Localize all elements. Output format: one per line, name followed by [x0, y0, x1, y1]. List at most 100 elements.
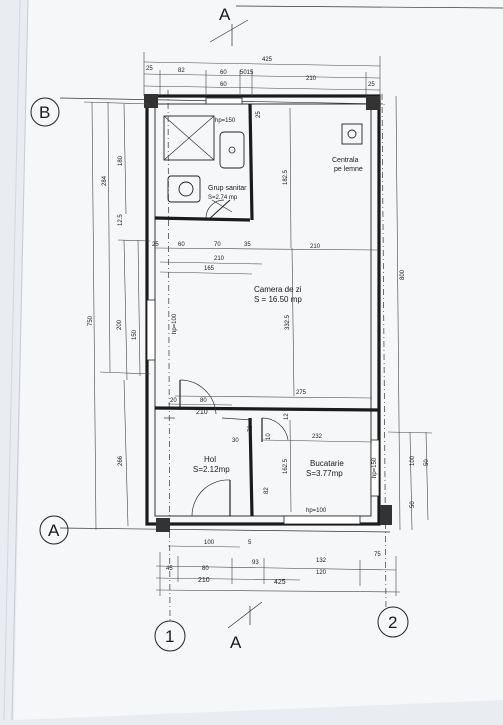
room-area: S=2.74 mp	[208, 195, 238, 201]
window-top: hp=150	[205, 97, 243, 124]
dim-bot-210: 210	[198, 577, 210, 584]
room-bucatarie: Bucatarie S=3.77mp	[306, 459, 344, 478]
column-top-right	[366, 96, 380, 110]
room-name: Bucatarie	[310, 459, 344, 468]
opening-label-hp100-bottom: hp=100	[306, 508, 327, 514]
dim-bot-80: 80	[202, 566, 209, 572]
shower-tray	[163, 115, 215, 161]
dim-lower-275: 275	[296, 390, 307, 396]
dim-mid-60: 60	[178, 242, 185, 248]
dimension-lines-middle	[154, 247, 379, 443]
axis-label-b: B	[39, 103, 50, 122]
boiler-label-2: pe lemne	[334, 166, 363, 173]
dim-bot-93: 93	[252, 560, 259, 566]
axis-bubble-1: 1	[154, 620, 186, 652]
window-left: hp=100	[146, 299, 178, 361]
axis-label-a: A	[48, 521, 60, 540]
room-hol: Hol S=2.12mp	[193, 455, 230, 474]
axis-bubble-2: 2	[377, 606, 409, 638]
dim-mid-165: 165	[204, 266, 215, 272]
dim-top-210: 210	[306, 76, 317, 82]
dim-lower-70: 70	[248, 425, 254, 432]
section-mark-top: A	[209, 5, 503, 46]
dim-top-5015: 5015	[240, 70, 254, 76]
dim-top-25b: 25	[368, 82, 375, 88]
dim-left-200: 200	[117, 319, 123, 330]
toilet	[167, 175, 201, 203]
door-entrance	[191, 479, 231, 517]
dim-mid-35: 35	[244, 242, 251, 248]
dim-right-50a: 50	[424, 459, 430, 466]
paper-sheet	[14, 0, 503, 720]
dim-bot-132: 132	[316, 558, 327, 564]
dim-lower-10: 10	[266, 433, 272, 440]
column-top-left	[144, 94, 158, 108]
dimension-lines-right	[387, 95, 433, 531]
window-bottom: hp=100	[283, 508, 361, 525]
dim-bot-45: 45	[166, 566, 173, 572]
section-label-top: A	[219, 5, 231, 24]
opening-label-hp100-left: hp=100	[172, 313, 178, 334]
dim-bot-5: 5	[248, 540, 252, 546]
page-edge	[11, 0, 29, 721]
dim-top-25: 25	[146, 66, 153, 72]
dim-bot-75: 75	[374, 552, 381, 558]
dim-bot-100: 100	[204, 540, 215, 546]
dim-right-800: 800	[400, 269, 406, 280]
axis-label-1: 1	[165, 627, 174, 646]
dim-lower-80: 80	[200, 398, 207, 404]
dim-left-284: 284	[102, 175, 108, 186]
dim-mid-25: 25	[152, 242, 159, 248]
dim-mid-210b: 210	[214, 256, 225, 262]
dim-left-180: 180	[118, 155, 124, 166]
boiler-label-1: Centrala	[332, 157, 359, 164]
room-name: Grup sanitar	[208, 185, 247, 192]
room-area: S = 16.50 mp	[254, 295, 302, 304]
room-grup-sanitar: Grup sanitar S=2.74 mp	[208, 185, 247, 201]
dim-lower-232: 232	[312, 434, 323, 440]
dim-right-100: 100	[410, 455, 416, 466]
dim-v-162-5: 162.5	[283, 458, 289, 474]
dimension-lines-left	[83, 101, 151, 531]
dim-top-60b: 60	[220, 82, 227, 88]
section-label-bottom: A	[230, 633, 242, 652]
window-right: hp=150	[370, 439, 380, 497]
dim-top-overall: 425	[262, 57, 273, 63]
axis-bubble-b: B	[30, 97, 60, 127]
sink	[219, 131, 245, 169]
dim-bot-425: 425	[274, 579, 286, 586]
dim-v-182-5: 182.5	[283, 169, 289, 185]
page-edge-2	[3, 0, 21, 721]
section-mark-bottom: A	[227, 601, 263, 652]
dim-lower-20: 20	[170, 398, 177, 404]
dim-mid-210: 210	[310, 244, 321, 250]
door-hol-bucatarie	[261, 417, 289, 442]
dimension-lines-top	[143, 52, 381, 100]
opening-label-hp150-top: hp=150	[215, 118, 236, 124]
boiler-icon	[341, 123, 363, 145]
dim-lower-82: 82	[264, 487, 270, 494]
dim-lower-12: 12	[284, 413, 290, 420]
dim-lower-30: 30	[232, 438, 239, 444]
dim-v-332-5: 332.5	[285, 314, 291, 330]
column-bottom-right	[380, 505, 392, 525]
dim-top-60: 60	[220, 70, 227, 76]
dim-left-750: 750	[88, 315, 94, 326]
dimension-lines-bottom	[155, 545, 401, 596]
room-area: S=2.12mp	[193, 465, 230, 474]
room-area: S=3.77mp	[306, 469, 343, 478]
room-name: Camera de zi	[254, 285, 302, 294]
dim-left-150: 150	[132, 329, 138, 340]
bathroom-fixtures	[163, 115, 245, 219]
dim-left-12-5: 12.5	[118, 214, 124, 226]
dim-bot-120: 120	[316, 570, 327, 576]
room-name: Hol	[204, 455, 216, 464]
dim-mid-70: 70	[214, 242, 221, 248]
dimension-lines-inner-vertical	[289, 107, 295, 513]
dim-top-25c: 25	[256, 111, 262, 118]
axis-label-2: 2	[388, 613, 397, 632]
dim-lower-210: 210	[196, 409, 208, 416]
column-bottom-left	[156, 518, 170, 532]
